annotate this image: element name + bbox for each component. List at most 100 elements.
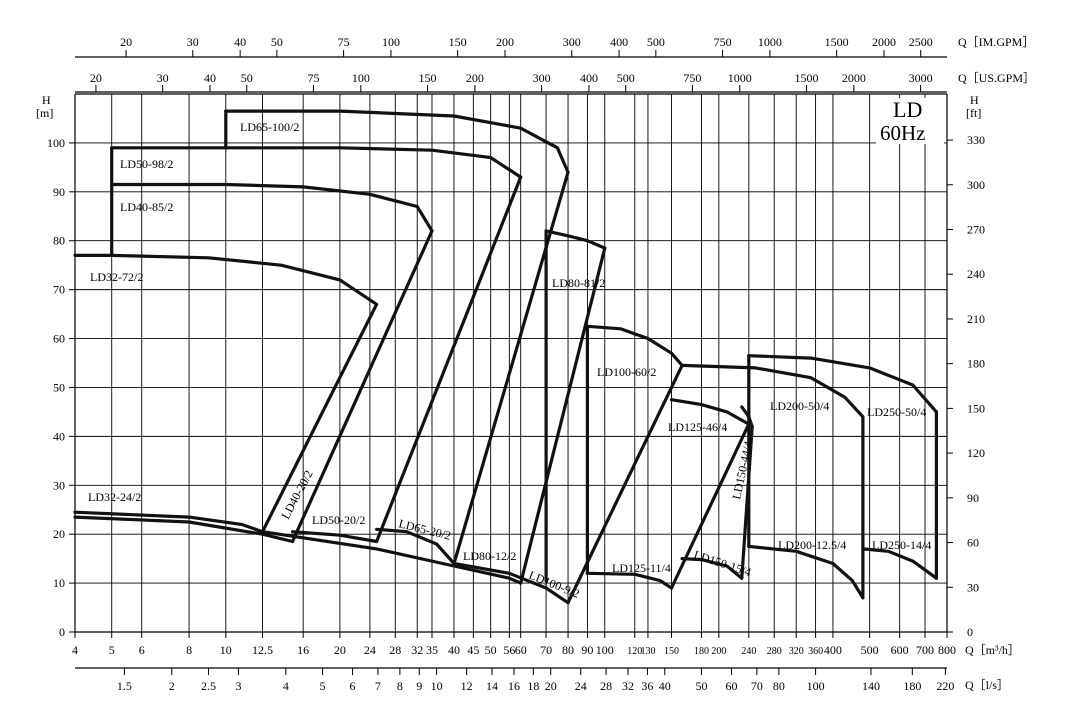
tick-label-bottom1: 24 bbox=[364, 643, 376, 657]
curve-ld40-85-2 bbox=[110, 182, 434, 233]
tick-label-bottom1: 20 bbox=[334, 643, 346, 657]
series-label: LD150-44/4 bbox=[729, 440, 755, 501]
tick-label-right: 270 bbox=[967, 222, 985, 236]
tick-label-bottom2: 60 bbox=[726, 679, 738, 693]
tick-label-bottom2: 40 bbox=[659, 679, 671, 693]
tick-label-top2: 40 bbox=[204, 71, 216, 85]
series-label: LD40-85/2 bbox=[120, 200, 173, 214]
series-label: LD80-81/2 bbox=[552, 276, 605, 290]
series-label: LD200-50/4 bbox=[770, 399, 829, 413]
tick-label-bottom1: 10 bbox=[220, 643, 232, 657]
tick-label-bottom1: 130 bbox=[640, 646, 655, 657]
curve-ld150-15-4 bbox=[680, 556, 744, 580]
tick-label-left: 80 bbox=[53, 234, 65, 248]
tick-label-bottom2: 220 bbox=[936, 679, 954, 693]
tick-label-left: 40 bbox=[53, 429, 65, 443]
tick-label-bottom1: 90 bbox=[581, 643, 593, 657]
tick-label-bottom1: 35 bbox=[426, 643, 438, 657]
range-boundary-line bbox=[669, 422, 751, 590]
tick-label-bottom1: 45 bbox=[467, 643, 479, 657]
tick-label-bottom1: 180 bbox=[694, 646, 709, 657]
tick-label-bottom2: 50 bbox=[696, 679, 708, 693]
curve-ld50-98-2 bbox=[110, 146, 523, 179]
series-label: LD50-98/2 bbox=[120, 157, 173, 171]
tick-label-bottom2: 2 bbox=[169, 679, 175, 693]
tick-label-bottom2: 14 bbox=[486, 679, 498, 693]
curve-ld200-12-5-4 bbox=[747, 544, 865, 600]
tick-label-left: 100 bbox=[47, 136, 65, 150]
tick-label-bottom2: 5 bbox=[320, 679, 326, 693]
tick-label-bottom1: 50 bbox=[485, 643, 497, 657]
tick-label-bottom2: 100 bbox=[807, 679, 825, 693]
top2-axis-label: Q［US.GPM］ bbox=[958, 71, 1035, 85]
tick-label-top2: 750 bbox=[683, 71, 701, 85]
tick-label-bottom2: 70 bbox=[751, 679, 763, 693]
tick-label-bottom2: 24 bbox=[575, 679, 587, 693]
tick-label-right: 210 bbox=[967, 312, 985, 326]
left-axis-unit: [m] bbox=[36, 106, 53, 120]
tick-label-left: 60 bbox=[53, 332, 65, 346]
curve-ld80-12-2 bbox=[260, 530, 523, 585]
curve-ld100-60-2 bbox=[585, 324, 684, 367]
tick-label-bottom1: 4 bbox=[72, 643, 78, 657]
tick-label-bottom1: 28 bbox=[389, 643, 401, 657]
series-label: LD65-100/2 bbox=[240, 120, 299, 134]
series-label: LD80-12/2 bbox=[463, 549, 516, 563]
tick-label-bottom2: 16 bbox=[508, 679, 520, 693]
chart-text: LD 60Hz H [m] H [ft] Q［m³/h］ Q［l/s］ Q［IM… bbox=[36, 35, 1035, 692]
tick-label-top2: 2000 bbox=[842, 71, 866, 85]
tick-label-bottom1: 800 bbox=[938, 643, 956, 657]
tick-label-bottom2: 8 bbox=[397, 679, 403, 693]
chart-subtitle: 60Hz bbox=[880, 121, 926, 145]
tick-label-top2: 100 bbox=[352, 71, 370, 85]
curve-ld65-100-2 bbox=[224, 109, 570, 174]
tick-label-bottom1: 8 bbox=[186, 643, 192, 657]
curve-ld150-44-4 bbox=[740, 405, 754, 429]
tick-label-top1: 50 bbox=[271, 35, 283, 49]
tick-label-bottom2: 18 bbox=[527, 679, 539, 693]
tick-label-right: 150 bbox=[967, 401, 985, 415]
curve-ld200-50-4 bbox=[680, 363, 865, 419]
tick-label-top1: 400 bbox=[610, 35, 628, 49]
tick-label-top1: 150 bbox=[449, 35, 467, 49]
tick-label-top2: 50 bbox=[241, 71, 253, 85]
range-boundary-line bbox=[375, 175, 523, 544]
tick-label-bottom1: 200 bbox=[711, 646, 726, 657]
tick-label-bottom1: 56 bbox=[503, 643, 515, 657]
tick-label-right: 60 bbox=[967, 536, 979, 550]
bottom2-axis-label: Q［l/s］ bbox=[965, 678, 1009, 692]
curve-ld32-24-2 bbox=[73, 510, 265, 534]
tick-label-top2: 500 bbox=[617, 71, 635, 85]
tick-label-top2: 300 bbox=[533, 71, 551, 85]
tick-label-bottom2: 2.5 bbox=[201, 679, 216, 693]
range-boundary-line bbox=[740, 425, 754, 580]
tick-label-bottom2: 140 bbox=[862, 679, 880, 693]
tick-label-left: 90 bbox=[53, 185, 65, 199]
tick-label-top2: 400 bbox=[580, 71, 598, 85]
tick-label-bottom2: 80 bbox=[773, 679, 785, 693]
title-background bbox=[876, 98, 944, 144]
left-axis-label: H bbox=[42, 93, 51, 107]
tick-label-top1: 500 bbox=[647, 35, 665, 49]
tick-label-bottom2: 9 bbox=[416, 679, 422, 693]
series-label: LD32-72/2 bbox=[90, 270, 143, 284]
tick-label-right: 180 bbox=[967, 357, 985, 371]
tick-label-right: 30 bbox=[967, 580, 979, 594]
range-boundary-line bbox=[519, 246, 607, 585]
tick-label-bottom1: 32 bbox=[411, 643, 423, 657]
tick-label-bottom2: 180 bbox=[903, 679, 921, 693]
curve-ld80-81-2 bbox=[544, 229, 607, 250]
curve-ld125-46-4 bbox=[669, 398, 751, 426]
tick-label-bottom1: 400 bbox=[824, 643, 842, 657]
curve-ld50-20-2 bbox=[290, 530, 379, 544]
series-label: LD125-11/4 bbox=[612, 561, 671, 575]
tick-label-right: 300 bbox=[967, 178, 985, 192]
tick-label-bottom1: 60 bbox=[515, 643, 527, 657]
tick-label-top2: 1500 bbox=[795, 71, 819, 85]
pump-curves bbox=[73, 109, 939, 605]
tick-label-right: 0 bbox=[967, 625, 973, 639]
tick-label-bottom1: 360 bbox=[808, 646, 823, 657]
tick-label-bottom1: 120 bbox=[627, 646, 642, 657]
tick-label-bottom2: 12 bbox=[461, 679, 473, 693]
tick-label-bottom1: 100 bbox=[596, 643, 614, 657]
